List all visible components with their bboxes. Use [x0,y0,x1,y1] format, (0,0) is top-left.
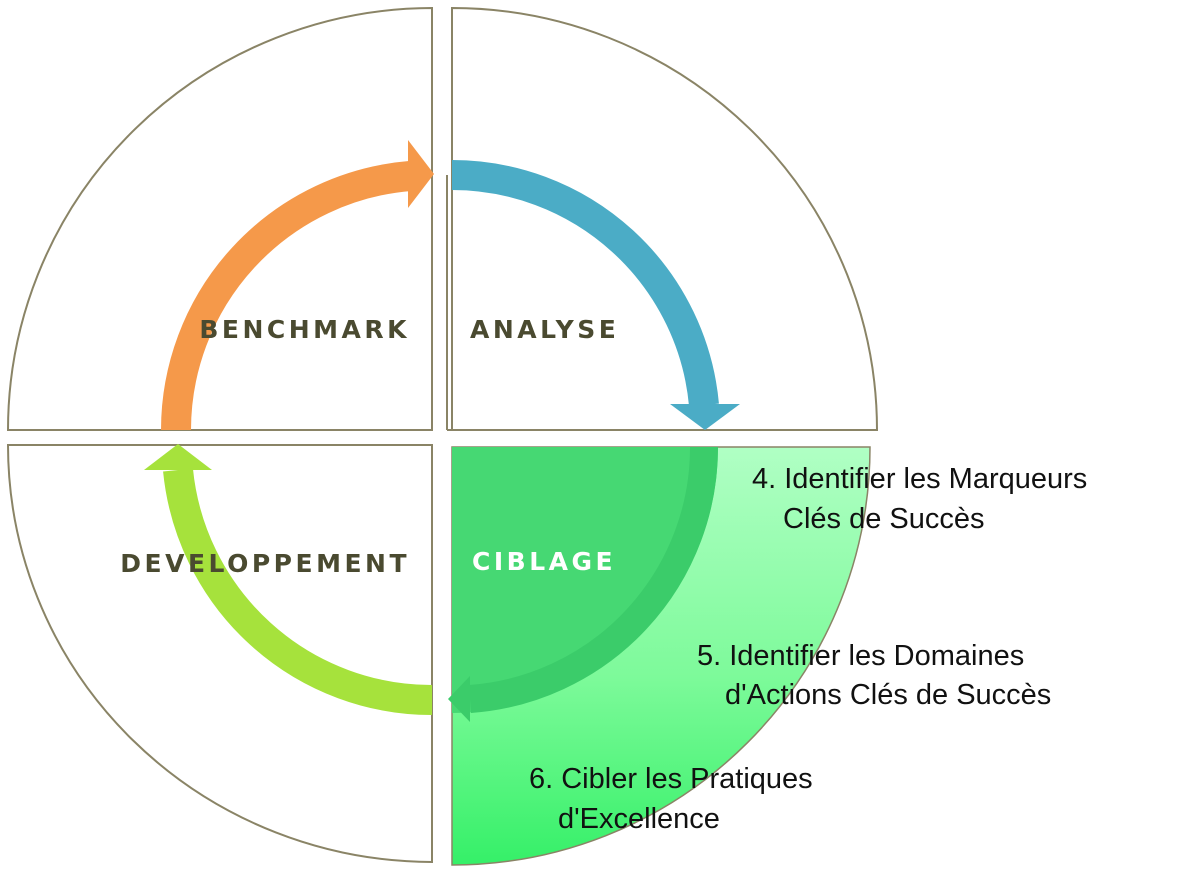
label-developpement: DEVELOPPEMENT [120,549,410,578]
label-ciblage: CIBLAGE [472,547,616,576]
step-5-line2: d'Actions Clés de Succès [725,679,1051,711]
arrow-analyse-icon [451,160,740,430]
step-4: 4. Identifier les Marqueurs Clés de Succ… [752,463,1087,535]
label-analyse: ANALYSE [470,315,619,344]
label-benchmark: BENCHMARK [199,315,410,344]
step-6-line2: d'Excellence [558,803,720,835]
quadrant-analyse [451,6,879,431]
step-5-line1: 5. Identifier les Domaines [697,640,1024,672]
quadrant-developpement [6,444,433,864]
step-6-line1: 6. Cibler les Pratiques [529,763,813,795]
step-5: 5. Identifier les Domaines d'Actions Clé… [697,640,1051,711]
step-4-line1: 4. Identifier les Marqueurs [752,463,1087,495]
arrow-developpement-icon [144,444,433,716]
step-4-line2: Clés de Succès [783,503,985,535]
arrow-benchmark-icon [161,140,434,431]
quadrant-benchmark [6,6,433,431]
arrow-ciblage-icon [448,446,719,722]
step-6: 6. Cibler les Pratiques d'Excellence [529,763,813,835]
ciblage-inner-disc [452,447,718,713]
